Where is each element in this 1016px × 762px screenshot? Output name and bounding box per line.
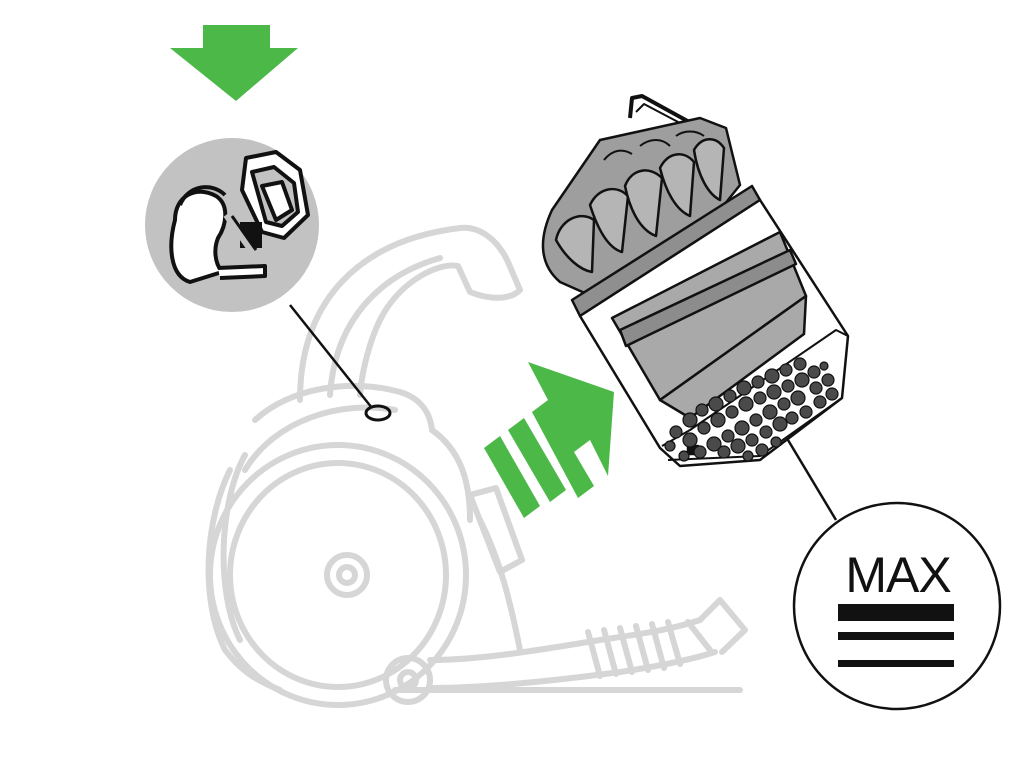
max-label: MAX — [845, 547, 951, 603]
remove-bin-arrow-icon — [484, 362, 614, 518]
button-callout-leader — [289, 304, 373, 409]
press-down-arrow-icon — [170, 25, 298, 101]
push-down-arrow-icon — [223, 213, 262, 254]
bin-release-icon — [169, 150, 310, 284]
max-fill-line-icon — [838, 604, 954, 667]
max-level-callout: MAX — [792, 501, 1002, 711]
vacuum-cleaner-outline — [205, 224, 748, 708]
max-callout-leader — [786, 439, 838, 521]
bin-debris — [664, 357, 839, 462]
bin-release-button-callout — [145, 138, 319, 312]
bin-release-button — [364, 404, 392, 422]
